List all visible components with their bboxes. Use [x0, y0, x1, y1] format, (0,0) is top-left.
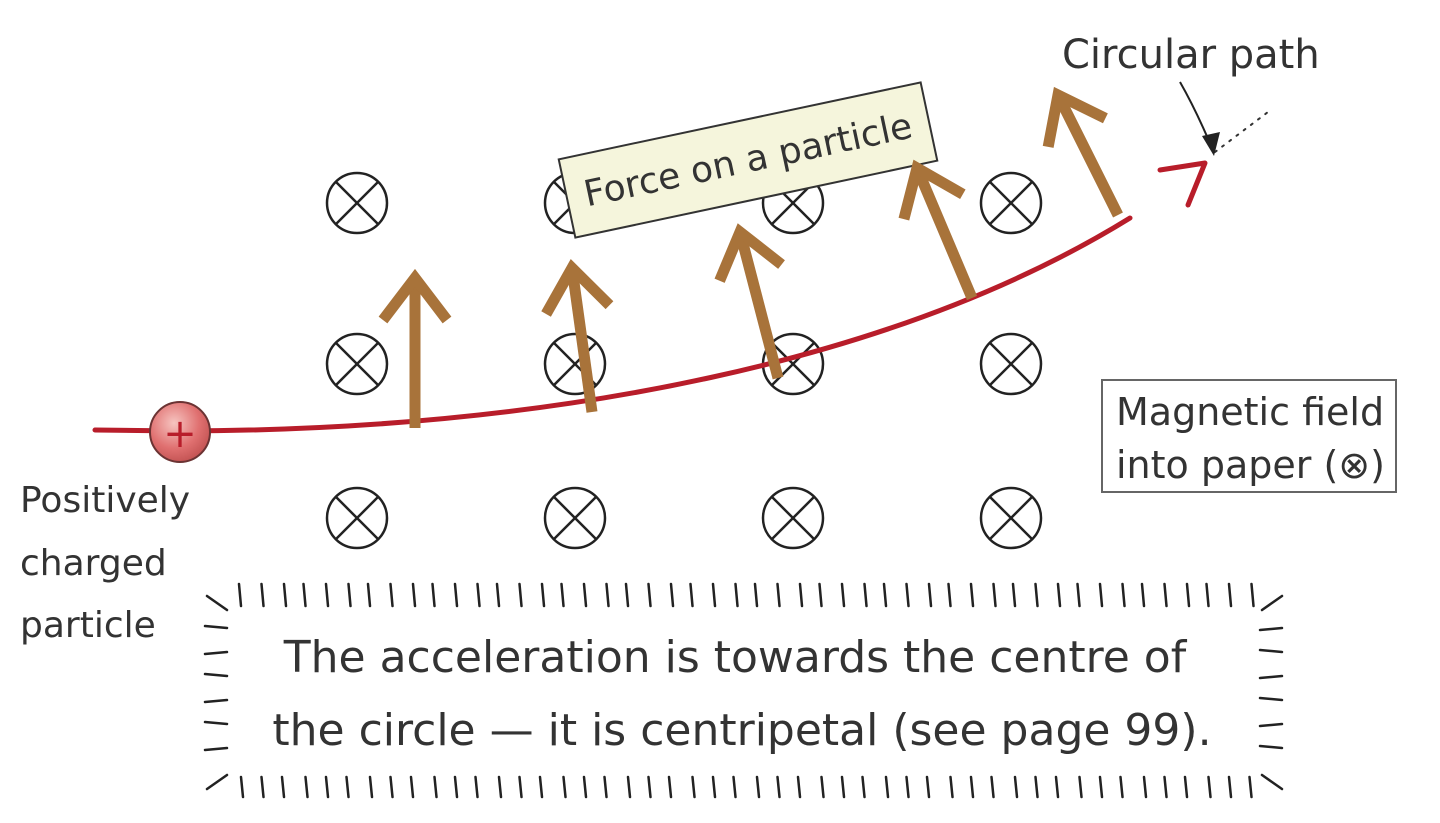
positive-charge-icon: +	[149, 401, 211, 463]
pointer-arrowhead-icon	[1202, 132, 1220, 156]
charge-symbol: +	[163, 411, 197, 457]
note-box: The acceleration is towards the centre o…	[203, 582, 1284, 799]
field-into-paper-icon	[325, 332, 389, 396]
force-arrow-icon	[898, 159, 978, 301]
field-label-line: into paper (⊗)	[1116, 443, 1385, 487]
field-into-paper-icon	[325, 486, 389, 550]
path-arrowhead-icon	[1157, 160, 1208, 208]
particle-label-line: charged	[20, 543, 167, 584]
force-arrow-icon	[378, 268, 452, 428]
force-arrows	[378, 86, 1123, 428]
field-into-paper-icon	[979, 171, 1043, 235]
field-into-paper-icon	[543, 486, 607, 550]
field-into-paper-icon	[761, 486, 825, 550]
field-into-paper-icon	[979, 332, 1043, 396]
field-label-line: Magnetic field	[1116, 390, 1384, 434]
particle-label-line: Positively	[20, 480, 190, 521]
circular-path-label: Circular path	[1062, 32, 1320, 78]
field-label: Magnetic field into paper (⊗)	[1116, 390, 1396, 487]
circular-path-curve	[92, 215, 1133, 434]
note-text: The acceleration is towards the centre o…	[272, 632, 1211, 756]
force-label-box: Force on a particle	[557, 81, 939, 239]
note-border-hatching	[203, 582, 1284, 799]
field-into-paper-icon	[325, 171, 389, 235]
path-continuation-dotted	[1214, 111, 1269, 153]
field-label-box: Magnetic field into paper (⊗)	[1101, 379, 1397, 493]
magnetic-field-grid	[325, 171, 1043, 550]
force-arrow-icon	[714, 223, 785, 380]
field-into-paper-icon	[979, 486, 1043, 550]
particle-label: Positively charged particle	[20, 480, 202, 646]
force-arrow-icon	[541, 259, 614, 413]
field-into-paper-icon	[543, 332, 607, 396]
note-line: The acceleration is towards the centre o…	[283, 632, 1188, 683]
force-arrow-icon	[1042, 86, 1123, 218]
particle-label-line: particle	[20, 605, 156, 646]
note-line: the circle — it is centripetal (see page…	[272, 705, 1211, 756]
